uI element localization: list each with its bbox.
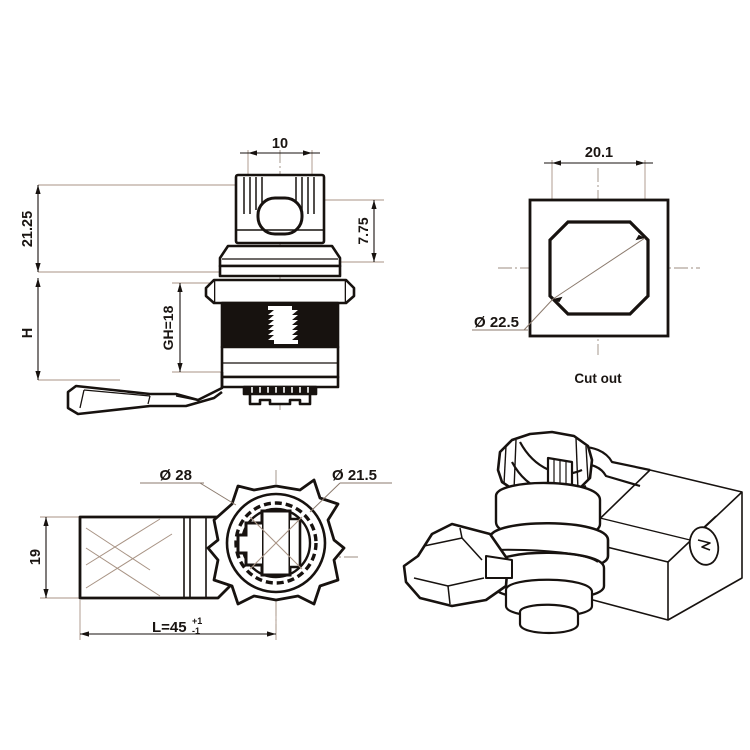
cam-blade-ribs: [183, 517, 207, 598]
lock-body-front: [66, 173, 356, 416]
dimension-label-L-45: L=45: [152, 619, 187, 636]
hex-nut: [212, 278, 348, 305]
dimension-20-1: 20.1: [544, 145, 653, 166]
flange-band: [218, 264, 342, 278]
body-shoulder: [220, 375, 340, 389]
view-front-elevation: 21.25 H GH=18 10 7.75: [20, 136, 384, 416]
dimension-label-H: H: [20, 328, 36, 338]
dimension-tolerance-upper: +1: [192, 616, 202, 626]
view-cut-out: 20.1 Ø 22.5 Cut out: [472, 145, 700, 386]
leader-28: Ø 28: [140, 467, 237, 506]
dimension-H: H: [20, 278, 41, 380]
dimension-L-45: L=45 +1 -1: [80, 616, 276, 637]
cam-lever: [66, 372, 224, 416]
iso-cam-lever: [402, 522, 513, 608]
dimension-10: 10: [240, 136, 320, 156]
extension-lines-front: [38, 150, 384, 381]
wing-handle-key-slot: [236, 521, 262, 567]
nut-end: [248, 392, 312, 406]
view-isometric: [402, 430, 743, 635]
dimension-label-20-1: 20.1: [585, 145, 613, 161]
dimension-label-22-5: Ø 22.5: [474, 314, 519, 331]
collar-flange: [218, 244, 342, 268]
dimension-22-5: Ø 22.5: [472, 234, 646, 331]
dimension-label-21-25: 21.25: [20, 211, 36, 247]
dimension-label-GH-18: GH=18: [160, 305, 176, 350]
extension-lines-plan: [40, 516, 277, 640]
dimension-label-19: 19: [28, 549, 44, 565]
dimension-GH-18: GH=18: [160, 283, 183, 372]
wing-handle-right: [290, 517, 302, 569]
dimension-21-25: 21.25: [20, 185, 41, 272]
dimension-19: 19: [28, 517, 49, 598]
dimension-tolerance-lower: -1: [192, 626, 200, 636]
cam-lever-detail: [79, 389, 197, 409]
padlock-hole: [256, 196, 304, 236]
cutout-caption: Cut out: [574, 371, 622, 386]
plan-cross-hatch: [249, 516, 303, 570]
dimension-label-10: 10: [272, 136, 288, 152]
thread-profile: [268, 306, 298, 344]
view-plan-cam: 19 L=45 +1 -1: [28, 467, 392, 640]
cam-blade: [78, 515, 238, 600]
dimension-label-21-5: Ø 21.5: [332, 467, 377, 484]
wing-head-knurl: [243, 177, 315, 214]
dimension-label-28: Ø 28: [159, 467, 192, 484]
dimension-7-75: 7.75: [355, 200, 377, 262]
dimension-label-7-75: 7.75: [355, 217, 371, 244]
lower-body: [220, 345, 340, 379]
leader-21-5: Ø 21.5: [309, 467, 392, 513]
cam-blade-hatch: [85, 518, 173, 597]
iso-collar: [447, 481, 610, 635]
